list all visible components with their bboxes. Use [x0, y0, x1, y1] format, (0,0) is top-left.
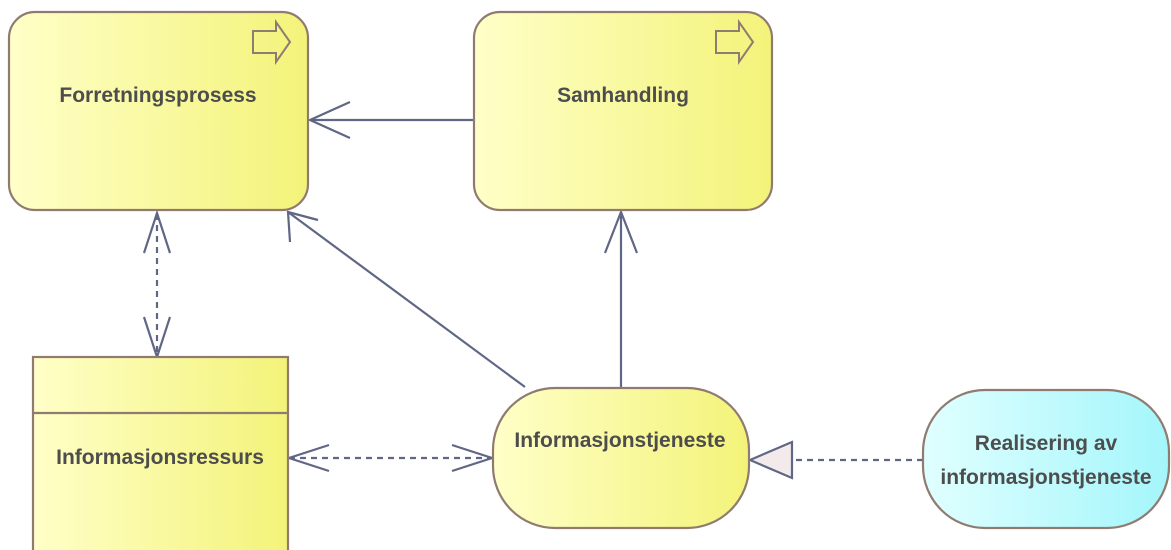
open-arrowhead: [142, 209, 172, 254]
process-arrow-icon: [715, 18, 755, 66]
node-forretningsprosess[interactable]: Forretningsprosess: [7, 10, 310, 212]
node-samhandling[interactable]: Samhandling: [472, 10, 774, 212]
node-informasjonsressurs[interactable]: Informasjonsressurs: [31, 355, 290, 550]
node-label: Forretningsprosess: [59, 84, 256, 107]
open-arrowhead: [286, 210, 319, 243]
edge-realisering-to-informasjonstjeneste[interactable]: [747, 440, 923, 480]
edge-informasjonstjeneste-to-forretningsprosess[interactable]: [286, 210, 526, 388]
edge-informasjonstjeneste-to-samhandling[interactable]: [603, 208, 639, 388]
edge-forretningsprosess-informasjonsressurs[interactable]: [142, 209, 172, 361]
hollow-triangle-arrowhead: [747, 440, 794, 480]
edge-informasjonsressurs-informasjonstjeneste[interactable]: [285, 443, 496, 473]
node-label: Informasjonsressurs: [56, 446, 264, 469]
open-arrowhead: [307, 100, 351, 140]
open-arrowhead: [603, 208, 639, 254]
edge-samhandling-to-forretningsprosess[interactable]: [307, 100, 474, 140]
process-arrow-icon: [252, 18, 292, 66]
node-label: Informasjonstjeneste: [514, 429, 725, 452]
node-label-line2: informasjonstjeneste: [940, 466, 1151, 489]
node-realisering-av-informasjonstjeneste[interactable]: Realisering av informasjonstjeneste: [921, 388, 1171, 530]
node-label-line1: Realisering av: [975, 432, 1118, 455]
node-label: Samhandling: [557, 84, 689, 107]
node-informasjonstjeneste[interactable]: Informasjonstjeneste: [491, 386, 751, 530]
